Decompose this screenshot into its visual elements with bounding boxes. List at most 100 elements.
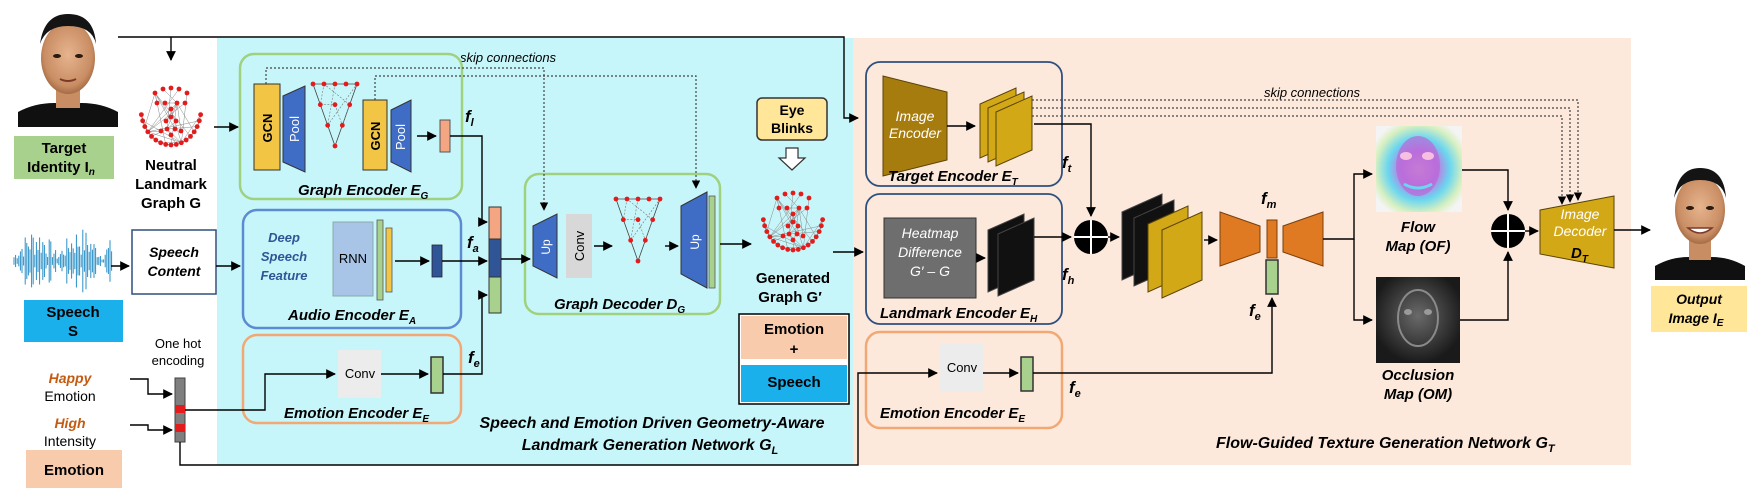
graph-node	[178, 140, 184, 146]
graph-node	[317, 102, 323, 108]
target-encoder-title: Target Encoder ET	[888, 168, 1019, 188]
graph-edge	[144, 92, 156, 127]
graph-node	[168, 142, 174, 148]
fa-label: fa	[467, 233, 479, 255]
graph-node	[183, 137, 189, 143]
output-label-box	[1651, 286, 1747, 332]
speech-label-box	[24, 300, 123, 342]
graph-node	[642, 237, 648, 243]
speech-waveform	[13, 229, 113, 293]
graph-edge	[176, 102, 182, 132]
graph-node	[191, 129, 197, 135]
legend-plus-label: +	[790, 341, 799, 358]
landmark-encoder-box	[865, 193, 1063, 325]
graph-node	[158, 128, 164, 134]
pool-label-1: Pool	[287, 116, 302, 142]
graph-edge	[151, 128, 168, 137]
graph-node	[310, 81, 316, 87]
fm-block	[1266, 219, 1278, 259]
graph-node	[776, 205, 782, 211]
target-feature-stack	[979, 87, 1033, 167]
rnn-label: RNN	[339, 251, 367, 266]
graph-edge	[637, 219, 646, 241]
fm-label: fm	[1261, 189, 1277, 211]
graph-node	[163, 142, 169, 147]
audio-feat-2	[385, 227, 393, 293]
audio-encoder-box	[241, 208, 463, 330]
graph-node	[790, 190, 796, 196]
graph-node	[790, 247, 796, 253]
legend-emotion-swatch	[741, 316, 847, 359]
graph-node	[785, 247, 791, 252]
encoder-graph-icon	[310, 81, 360, 149]
graph-edge	[626, 198, 653, 220]
graph-edge	[763, 219, 771, 237]
intensity-word: Intensity	[44, 433, 96, 449]
landmark-skip-label: skip connections	[460, 50, 557, 65]
graph-node	[138, 112, 144, 118]
graph-node	[620, 217, 626, 223]
graph-encoder-title: Graph Encoder EG	[298, 182, 429, 202]
graph-node	[805, 242, 811, 248]
graph-edge	[769, 207, 808, 238]
graph-edge	[630, 198, 661, 241]
graph-node	[646, 196, 652, 202]
graph-node	[784, 205, 790, 211]
graph-node	[798, 191, 804, 197]
graph-edge	[170, 108, 182, 143]
up-block-2	[680, 191, 708, 289]
fl-label: fl	[465, 107, 475, 129]
graph-node	[816, 229, 822, 234]
graph-node	[790, 219, 796, 225]
ft-label: ft	[1062, 153, 1073, 175]
graph-node	[800, 233, 806, 239]
emotion-conv-block-left	[338, 350, 381, 398]
graph-node	[163, 118, 169, 124]
decoder-conv-block	[566, 214, 592, 278]
graph-node	[140, 118, 146, 124]
decoder-graph-icon	[613, 196, 663, 264]
eye-blinks-arrow	[777, 147, 807, 171]
fusion-circle-2	[1491, 214, 1525, 248]
graph-node	[332, 143, 338, 149]
graph-node	[188, 133, 193, 139]
graph-edge	[181, 114, 201, 143]
graph-edge	[773, 233, 790, 242]
graph-node	[168, 114, 174, 120]
graph-edge	[327, 83, 358, 126]
target-identity-label-box	[14, 136, 114, 179]
graph-node	[795, 223, 801, 229]
legend-speech-label: Speech	[767, 374, 820, 391]
graph-node	[176, 86, 182, 92]
neutral-landmark-graph	[138, 85, 204, 148]
emotion-conv-label-left: Conv	[345, 366, 376, 381]
rnn-block	[332, 221, 374, 297]
graph-edge	[798, 207, 804, 237]
graph-node	[174, 100, 180, 106]
graph-node	[152, 90, 158, 96]
graph-node	[800, 245, 806, 251]
decoder-d-label: DT	[1571, 245, 1589, 265]
occlusion-map-image	[1376, 277, 1460, 363]
up-label-2: Up	[688, 234, 702, 250]
fe-label-left: fe	[468, 348, 480, 370]
graph-edge	[776, 197, 798, 235]
emotion-encoder-box-left	[241, 333, 463, 425]
one-hot-vector	[174, 377, 186, 443]
graph-node	[332, 102, 338, 108]
graph-node	[339, 122, 345, 128]
graph-node	[804, 205, 810, 211]
audio-encoder-title: Audio Encoder EA	[287, 307, 416, 327]
graph-edge	[166, 128, 182, 143]
graph-node	[343, 81, 349, 87]
